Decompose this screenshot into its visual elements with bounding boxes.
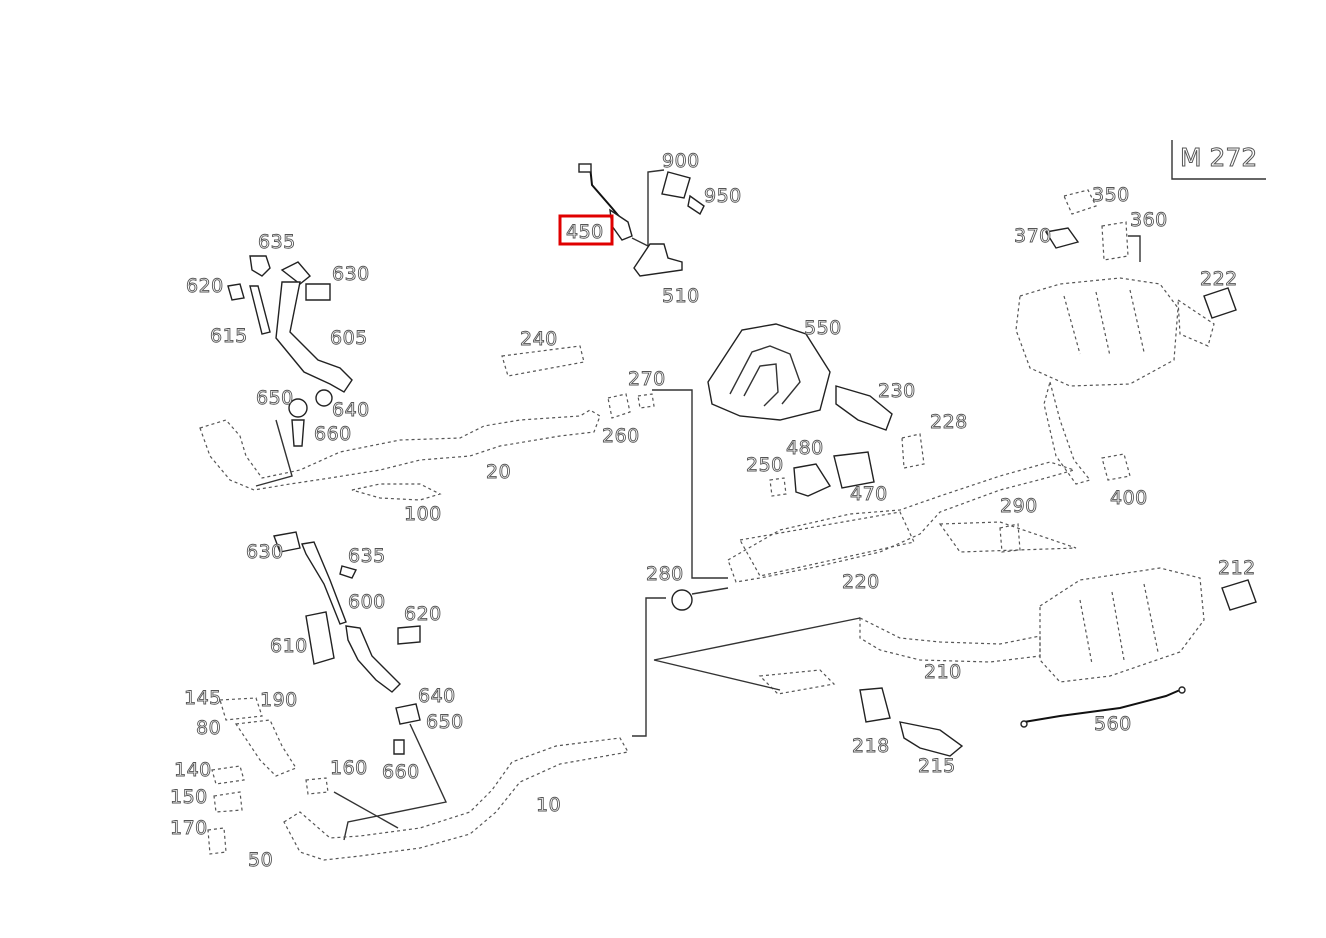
label-635-top: 635 [258, 231, 296, 253]
label-610: 610 [270, 635, 308, 657]
label-480: 480 [786, 437, 824, 459]
label-270: 270 [628, 368, 666, 390]
label-240: 240 [520, 328, 558, 350]
label-615: 615 [210, 325, 248, 347]
rear-upper-muffler [999, 189, 1237, 553]
label-650-top: 650 [256, 387, 294, 409]
label-630-top: 630 [332, 263, 370, 285]
label-660-top: 660 [314, 423, 352, 445]
center-muffler-parts [769, 385, 925, 497]
label-640-bottom: 640 [418, 685, 456, 707]
label-660-bottom: 660 [382, 761, 420, 783]
label-650-bottom: 650 [426, 711, 464, 733]
label-360: 360 [1130, 209, 1168, 231]
upper-left-pipe-group [227, 255, 353, 487]
label-630-bottom: 630 [246, 541, 284, 563]
label-222: 222 [1200, 268, 1238, 290]
label-280: 280 [646, 563, 684, 585]
oxygen-sensor-group [578, 163, 705, 277]
label-560: 560 [1094, 713, 1132, 735]
label-160: 160 [330, 757, 368, 779]
label-100: 100 [404, 503, 442, 525]
label-600: 600 [348, 591, 386, 613]
front-pipe-upper [199, 345, 728, 579]
label-550: 550 [804, 317, 842, 339]
model-code: M 272 [1180, 143, 1257, 172]
model-code-box: M 272 [1171, 140, 1266, 180]
label-470: 470 [850, 483, 888, 505]
label-218: 218 [852, 735, 890, 757]
label-212: 212 [1218, 557, 1256, 579]
label-50: 50 [248, 849, 273, 871]
label-350: 350 [1092, 184, 1130, 206]
label-450: 450 [566, 221, 604, 243]
label-620-bottom: 620 [404, 603, 442, 625]
highlight-450 [558, 214, 614, 246]
label-228: 228 [930, 411, 968, 433]
label-215: 215 [918, 755, 956, 777]
label-370: 370 [1014, 225, 1052, 247]
label-220: 220 [842, 571, 880, 593]
lower-left-pipe-group [273, 531, 448, 841]
part-labels: 900 950 450 510 635 630 620 615 605 650 … [170, 150, 1256, 872]
label-400: 400 [1110, 487, 1148, 509]
label-260: 260 [602, 425, 640, 447]
label-250: 250 [746, 454, 784, 476]
label-150: 150 [170, 786, 208, 808]
label-80: 80 [196, 717, 221, 739]
label-190: 190 [260, 689, 298, 711]
rear-lower-muffler [653, 567, 1257, 757]
label-10: 10 [536, 794, 561, 816]
label-640-top: 640 [332, 399, 370, 421]
label-620-top: 620 [186, 275, 224, 297]
label-20: 20 [486, 461, 511, 483]
label-605: 605 [330, 327, 368, 349]
label-290: 290 [1000, 495, 1038, 517]
label-510: 510 [662, 285, 700, 307]
label-210: 210 [924, 661, 962, 683]
label-900: 900 [662, 150, 700, 172]
center-heat-shield [707, 323, 831, 421]
label-145: 145 [184, 687, 222, 709]
label-635-bottom: 635 [348, 545, 386, 567]
lower-front-pipe [207, 597, 666, 861]
label-140: 140 [174, 759, 212, 781]
label-230: 230 [878, 380, 916, 402]
label-950: 950 [704, 185, 742, 207]
label-170: 170 [170, 817, 208, 839]
center-pipe [671, 461, 1077, 611]
